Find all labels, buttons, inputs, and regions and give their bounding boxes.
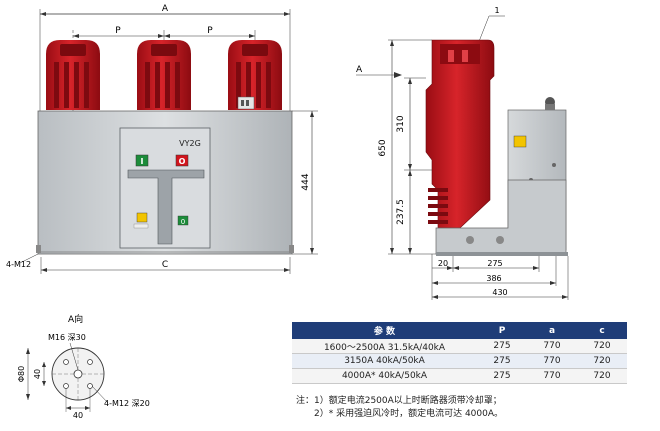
table-cell: 720 xyxy=(577,368,627,384)
table-header: a xyxy=(527,322,577,339)
center-hole xyxy=(73,369,83,379)
dim-430-label: 430 xyxy=(492,288,507,297)
front-view: A P P xyxy=(6,4,318,274)
table-header-row: 参 数 P a c xyxy=(292,322,627,339)
dim-237-label: 237.5 xyxy=(396,199,406,225)
open-button[interactable] xyxy=(175,154,189,167)
table-header: 参 数 xyxy=(292,322,477,339)
table-header: c xyxy=(577,322,627,339)
m12-label: 4-M12 xyxy=(6,260,31,269)
callout-1: 1 xyxy=(494,6,499,15)
pole-side-profile xyxy=(425,39,495,229)
table-cell: 770 xyxy=(527,353,577,369)
view-a-arrow-label: A xyxy=(356,65,363,75)
dim-275-side-label: 275 xyxy=(487,259,502,268)
table-cell: 275 xyxy=(477,368,527,384)
m12-depth-label: 4-M12 深20 xyxy=(104,399,150,408)
dim-20-label: 20 xyxy=(438,259,448,268)
side-view: 1 A 650 xyxy=(356,6,569,300)
table-row: 1600～2500A 31.5kA/40kA 275 770 720 xyxy=(292,339,627,354)
note-1: 注：1）额定电流2500A以上时断路器须带冷却罩； xyxy=(296,396,502,406)
pole-insulator-2 xyxy=(137,40,191,110)
dim-p2-label: P xyxy=(207,26,213,36)
dim-444-label: 444 xyxy=(301,173,311,190)
dim-40h-label: 40 xyxy=(73,411,83,420)
dim-40v-label: 40 xyxy=(33,369,42,379)
table-cell: 4000A* 40kA/50kA xyxy=(292,368,477,384)
table-row: 4000A* 40kA/50kA 275 770 720 xyxy=(292,368,627,384)
table-row: 3150A 40kA/50kA 275 770 720 xyxy=(292,353,627,369)
table-cell: 275 xyxy=(477,339,527,354)
t-handle-slot xyxy=(127,169,205,245)
table-cell: 1600～2500A 31.5kA/40kA xyxy=(292,339,477,354)
operation-counter xyxy=(177,215,189,226)
table-header: P xyxy=(477,322,527,339)
close-button-label: I xyxy=(141,157,144,166)
dim-p1-label: P xyxy=(115,26,121,36)
spec-table: 参 数 P a c 1600～2500A 31.5kA/40kA 275 770… xyxy=(292,322,627,384)
table-cell: 275 xyxy=(477,353,527,369)
open-button-label: O xyxy=(179,157,186,166)
view-a-title: A向 xyxy=(68,313,83,325)
table-cell: 720 xyxy=(577,353,627,369)
notes: 注：1）额定电流2500A以上时断路器须带冷却罩； 2）* 采用强迫风冷时，额定… xyxy=(296,395,503,421)
dim-310-label: 310 xyxy=(396,115,406,132)
dim-386-label: 386 xyxy=(486,274,501,283)
table-cell: 770 xyxy=(527,339,577,354)
model-label: VY2G xyxy=(179,139,201,148)
pole-insulator-1 xyxy=(46,40,100,110)
dim-c-label: C xyxy=(162,260,168,270)
table-cell: 3150A 40kA/50kA xyxy=(292,353,477,369)
dim-650-label: 650 xyxy=(378,139,388,156)
table-cell: 720 xyxy=(577,339,627,354)
counter-label: 0 xyxy=(181,218,185,226)
dim-a-label: A xyxy=(162,4,169,14)
phi80-label: Φ80 xyxy=(17,366,26,382)
close-button[interactable] xyxy=(135,154,149,167)
m16-label: M16 深30 xyxy=(48,333,86,342)
view-a: A向 M16 深30 Φ80 40 40 4-M12 深20 xyxy=(17,313,150,420)
pole-insulator-3 xyxy=(228,40,282,110)
note-2: 2）* 采用强迫风冷时，额定电流可达 4000A。 xyxy=(314,409,504,419)
table-cell: 770 xyxy=(527,368,577,384)
status-indicator xyxy=(136,212,148,223)
